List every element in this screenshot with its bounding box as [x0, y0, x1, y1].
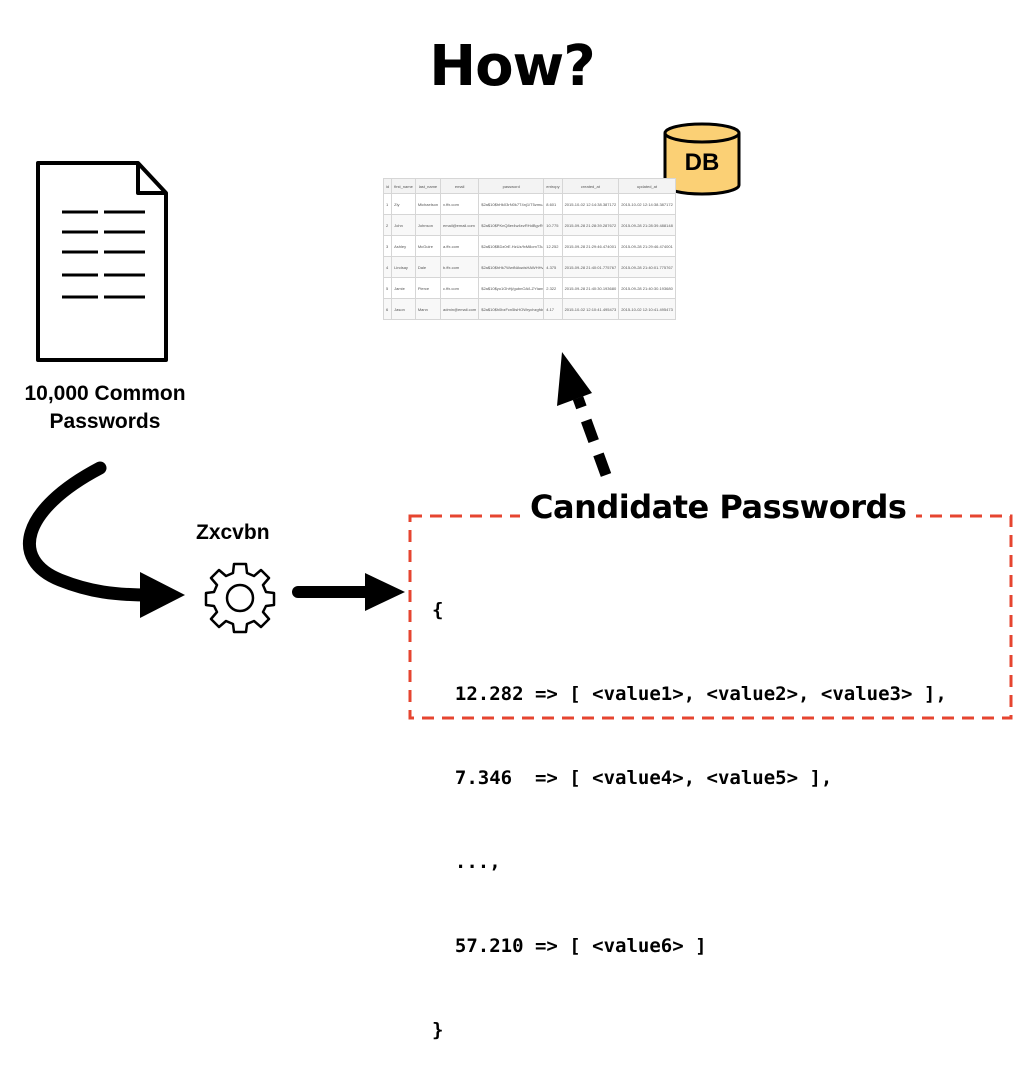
table-header-row: id first_name last_name email password e… — [382, 178, 676, 194]
table-cell: $2a$10$yo1GhHj/gubnOA/LZYtanv8hRwpd5.. — [478, 277, 545, 299]
table-cell: b.ffx.com — [440, 256, 480, 278]
table-cell: $2a$10$h0bzFcn5lsHOWrychzgfdnRI8bx3n.. — [478, 298, 545, 320]
table-cell: 10.775 — [543, 214, 563, 236]
table-cell: 4 — [382, 256, 393, 278]
table-cell: 2015-09-28 21:40:30.193680 — [618, 277, 676, 299]
database-icon — [663, 122, 741, 196]
table-cell: $2a$10$hHk7WwtNAwdsHAWHHvqbtw5e10iG.. — [478, 256, 545, 278]
straight-arrow — [292, 573, 405, 611]
table-cell: Michaelson — [414, 193, 442, 215]
table-cell: John — [391, 214, 416, 236]
table-cell: 2015-10-02 12:14:38.387172 — [618, 193, 676, 215]
table-header: updated_at — [618, 178, 676, 194]
diagram-graphics: DB — [23, 122, 1013, 720]
table-cell: 2015-09-28 21:28:39.287672 — [561, 214, 620, 236]
table-cell: Pierce — [414, 277, 442, 299]
table-cell: Jason — [391, 298, 416, 320]
document-label-line: Passwords — [49, 410, 161, 433]
table-cell: Ziy — [391, 193, 416, 215]
table-cell: Ashley — [391, 235, 416, 257]
table-header: entropy — [543, 178, 563, 194]
table-cell: 2015-10-02 12:14:38.387172 — [561, 193, 620, 215]
candidate-label: Candidate Passwords — [520, 488, 917, 526]
code-line: ..., — [432, 851, 501, 873]
table-cell: 5 — [382, 277, 393, 299]
table-cell: $2a$10$BDz0rE.HzUz/fxM8omT3u3dLjrTfC.. — [478, 235, 545, 257]
table-cell: 2015-10-02 12:10:41.495473 — [618, 298, 676, 320]
table-cell: Jamie — [391, 277, 416, 299]
table-cell: admin@email.com — [440, 298, 480, 320]
document-label-line: 10,000 Common — [24, 382, 186, 405]
dashed-arrow — [557, 352, 612, 477]
table-cell: 6 — [382, 298, 393, 320]
table-cell: 1 — [382, 193, 393, 215]
table-cell: Johnson — [414, 214, 442, 236]
zxcvbn-label: Zxcvbn — [196, 521, 270, 544]
table-header: last_name — [414, 178, 442, 194]
table-header: created_at — [561, 178, 620, 194]
page-title: How? — [429, 34, 596, 99]
table-cell: 2015-09-28 21:40:30.193680 — [561, 277, 620, 299]
code-line: { — [432, 599, 444, 621]
code-line: 12.282 => [ <value1>, <value2>, <value3>… — [432, 683, 947, 705]
gear-icon — [204, 562, 276, 634]
table-cell: 2015-09-28 21:28:39.488148 — [618, 214, 676, 236]
table-cell: Lindsay — [391, 256, 416, 278]
table-header: id — [382, 178, 393, 194]
table-cell: 8.601 — [543, 193, 563, 215]
code-line: 7.346 => [ <value4>, <value5> ], — [432, 767, 833, 789]
candidate-code: { 12.282 => [ <value1>, <value2>, <value… — [432, 540, 947, 1072]
document-icon — [36, 161, 168, 362]
table-cell: 12.252 — [543, 235, 563, 257]
table-cell: 2015-09-28 21:29:46.474001 — [618, 235, 676, 257]
db-label: DB — [685, 149, 720, 176]
table-cell: Dale — [414, 256, 442, 278]
document-label: 10,000 Common Passwords — [0, 380, 210, 436]
db-table: id first_name last_name email password e… — [382, 178, 676, 320]
table-cell: $2a$10$PKnQ8er4w4ezRHdBgvRC3PvE.Cb.. — [478, 214, 545, 236]
table-header: email — [440, 178, 480, 194]
table-header: password — [478, 178, 545, 194]
table-cell: 2 — [382, 214, 393, 236]
table-cell: 4.17 — [543, 298, 563, 320]
table-cell: c.ffx.com — [440, 277, 480, 299]
table-cell: 2015-09-28 21:40:01.775767 — [618, 256, 676, 278]
table-cell: $2a$10$hHk03rN0k7T4nj1/T5zmuJkxzdsiodHz.… — [478, 193, 545, 215]
table-cell: 2015-09-28 21:40:01.775767 — [561, 256, 620, 278]
code-line: } — [432, 1019, 444, 1041]
table-cell: 4.375 — [543, 256, 563, 278]
table-cell: x.ffx.com — [440, 193, 480, 215]
table-cell: 3 — [382, 235, 393, 257]
table-cell: 2015-09-28 21:29:46.474001 — [561, 235, 620, 257]
table-cell: 2015-10-02 12:10:41.495473 — [561, 298, 620, 320]
table-cell: 2.322 — [543, 277, 563, 299]
table-cell: email@email.com — [440, 214, 480, 236]
table-cell: Mann — [414, 298, 442, 320]
curved-arrow — [23, 461, 185, 618]
table-cell: McGuire — [414, 235, 442, 257]
code-line: 57.210 => [ <value6> ] — [432, 935, 707, 957]
table-header: first_name — [391, 178, 416, 194]
table-cell: a.ffx.com — [440, 235, 480, 257]
